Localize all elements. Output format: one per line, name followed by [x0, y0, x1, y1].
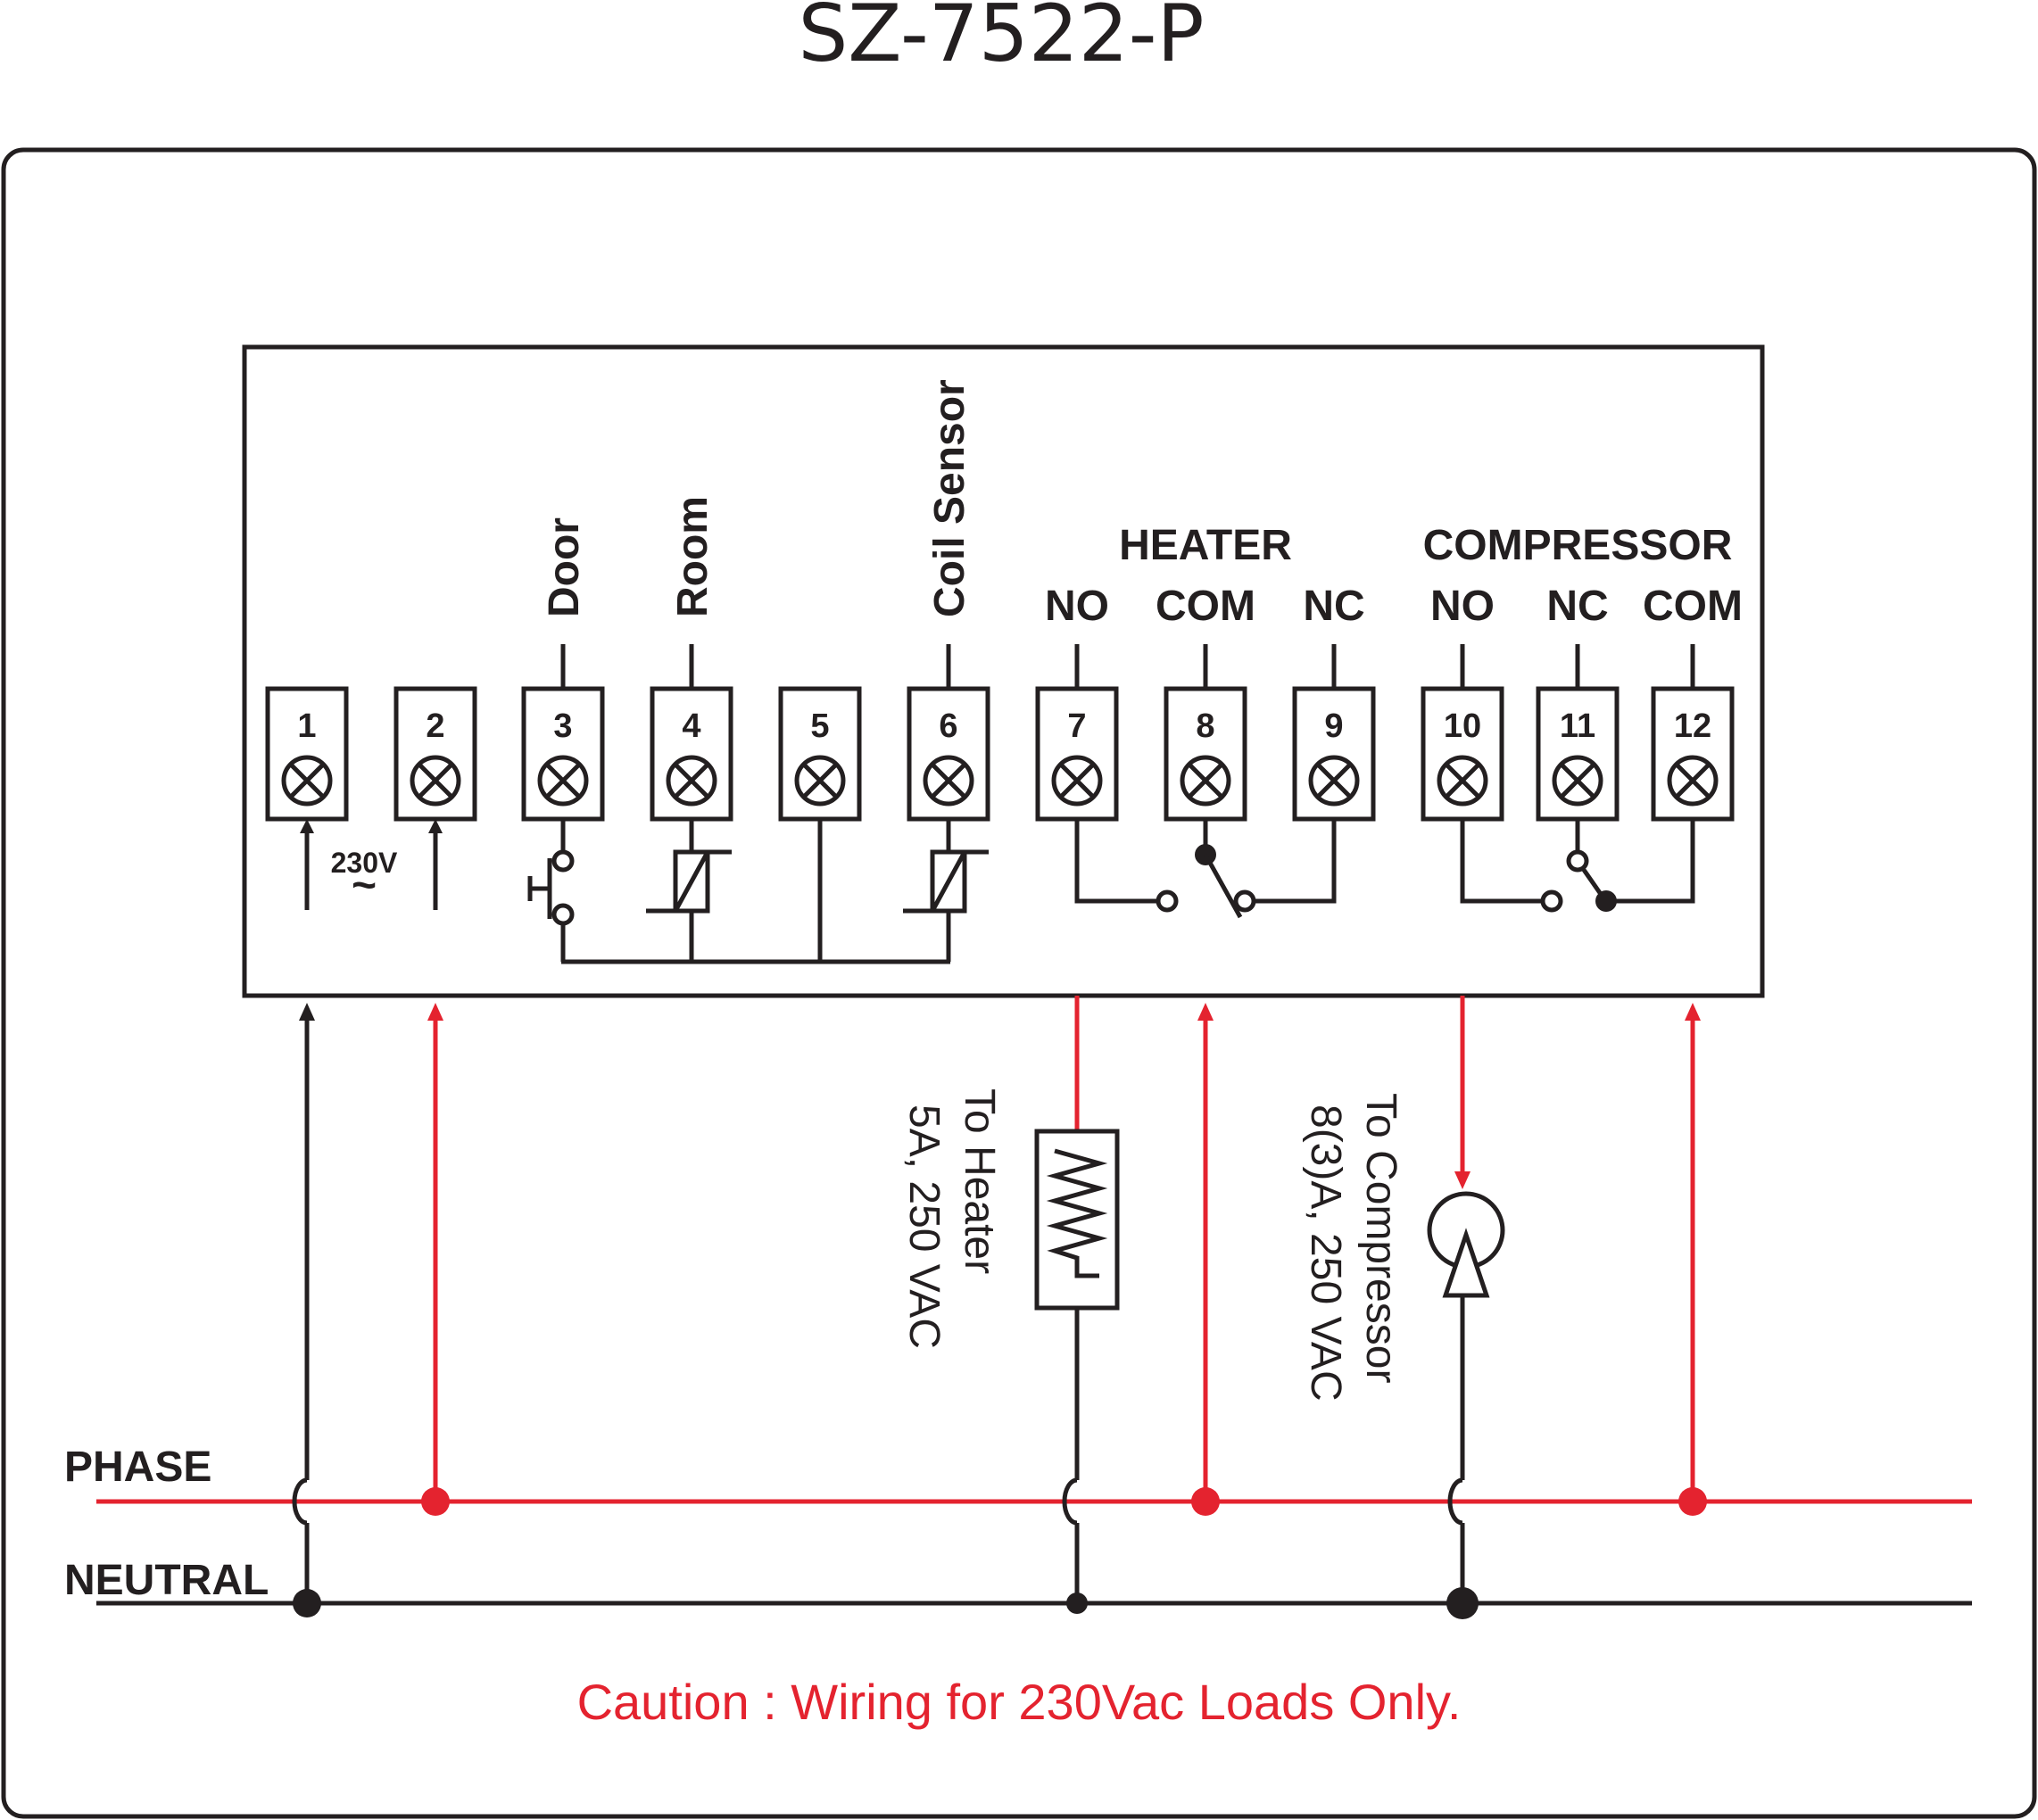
terminal-9: 9 [1292, 686, 1376, 822]
room-label: Room [669, 496, 717, 617]
screw-icon [666, 755, 717, 807]
screw-icon [794, 755, 846, 807]
terminal-7: 7 [1035, 686, 1119, 822]
coil-sensor-label: Coil Sensor [926, 379, 973, 617]
diagram-title: SZ-7522-P [798, 0, 1204, 79]
heater-rating-label: 5A, 250 VAC [900, 1104, 948, 1349]
terminal-2-wire [421, 1003, 450, 1516]
terminal-8-wire [1191, 1003, 1220, 1516]
heater-header: HEATER [1119, 522, 1292, 569]
screw-icon [410, 755, 461, 807]
terminal-number: 8 [1196, 707, 1214, 745]
terminal-number: 11 [1560, 707, 1595, 745]
terminal-8: 8 [1164, 686, 1247, 822]
ac-symbol: ~ [352, 862, 377, 909]
terminal-number: 2 [426, 707, 444, 745]
terminal-4: 4 [650, 686, 733, 822]
door-switch-icon [527, 819, 575, 962]
terminal-number: 7 [1067, 707, 1086, 745]
terminal-6: 6 [907, 686, 990, 822]
terminal-number: 6 [939, 707, 957, 745]
screw-icon [1552, 755, 1603, 807]
heater-load-label: To Heater [956, 1088, 1003, 1274]
door-label: Door [541, 517, 588, 617]
heater-element-icon [1034, 1129, 1120, 1311]
compressor-wire [1446, 996, 1479, 1619]
terminal-10: 10 [1421, 686, 1504, 822]
terminal-block: 1 2 3 4 5 6 7 [265, 686, 1735, 822]
supply-arrows [300, 819, 443, 910]
screw-icon [1308, 755, 1360, 807]
screw-icon [537, 755, 589, 807]
screw-icon [1437, 755, 1488, 807]
terminal-number: 12 [1674, 707, 1711, 745]
compressor-no-label: NO [1430, 583, 1495, 630]
compressor-com-label: COM [1643, 583, 1743, 630]
caution-note: Caution : Wiring for 230Vac Loads Only. [577, 1674, 1462, 1730]
supply-voltage-label: 230V [331, 847, 398, 879]
terminal-number: 1 [297, 707, 316, 745]
heater-relay-icon [1074, 819, 1337, 919]
screw-icon [1667, 755, 1719, 807]
terminal-number: 4 [682, 707, 700, 745]
terminal-3: 3 [521, 686, 605, 822]
compressor-header: COMPRESSOR [1423, 522, 1733, 569]
terminal-number: 9 [1324, 707, 1343, 745]
screw-icon [1051, 755, 1103, 807]
screw-icon [281, 755, 333, 807]
controller-box [242, 344, 1765, 998]
heater-wire [1062, 996, 1088, 1614]
terminal-number: 5 [810, 707, 829, 745]
neutral-label: NEUTRAL [64, 1557, 269, 1604]
terminal-12: 12 [1651, 686, 1735, 822]
terminal-1-wire [292, 1003, 321, 1617]
terminal-5: 5 [778, 686, 862, 822]
compressor-icon [1427, 1191, 1505, 1298]
screw-icon [923, 755, 974, 807]
compressor-load-label: To Compressor [1357, 1093, 1404, 1383]
heater-no-label: NO [1045, 583, 1109, 630]
outer-frame [1, 147, 2037, 1819]
coil-sensor-icon [903, 819, 989, 962]
terminal-number: 10 [1444, 707, 1481, 745]
compressor-relay-icon [1460, 819, 1695, 913]
room-sensor-icon [646, 819, 732, 962]
compressor-rating-label: 8(3)A, 250 VAC [1302, 1104, 1349, 1402]
terminal-12-wire [1678, 1003, 1707, 1516]
terminal-11: 11 [1536, 686, 1620, 822]
terminal-1: 1 [265, 686, 349, 822]
screw-icon [1180, 755, 1231, 807]
phase-label: PHASE [64, 1444, 211, 1491]
compressor-nc-label: NC [1546, 583, 1608, 630]
heater-nc-label: NC [1303, 583, 1364, 630]
heater-com-label: COM [1156, 583, 1255, 630]
terminal-number: 3 [553, 707, 572, 745]
terminal-2: 2 [394, 686, 477, 822]
